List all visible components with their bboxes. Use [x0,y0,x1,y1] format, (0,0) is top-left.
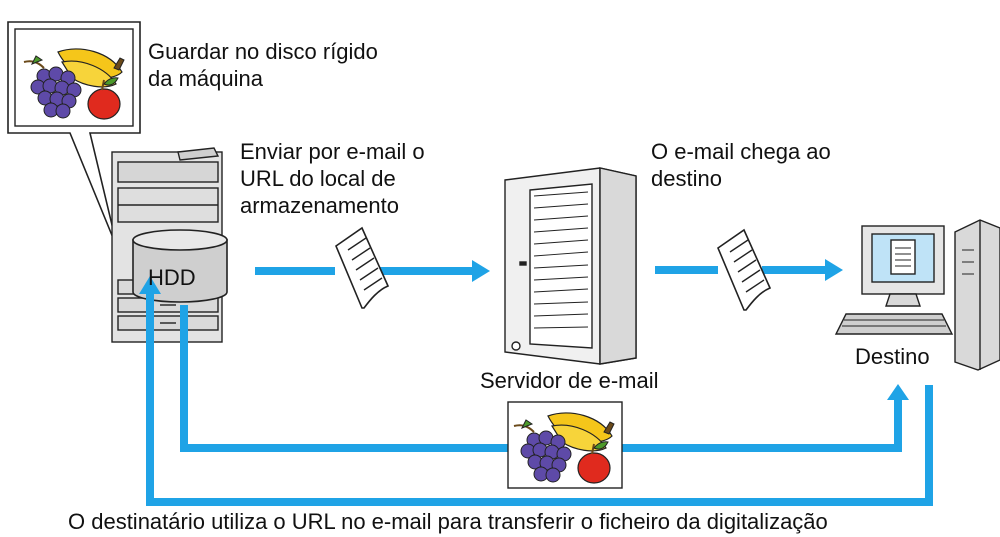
download-description: O destinatário utiliza o URL no e-mail p… [68,509,828,534]
email-document-icon [335,227,389,309]
scanned-image-callout [7,21,141,251]
email-document-icon [717,229,771,311]
hdd-label: HDD [148,265,196,290]
downloaded-image [507,401,623,489]
mail-server-label: Servidor de e-mail [480,368,659,393]
flow-arrows [146,266,933,506]
arrow-heads [139,259,909,400]
destination-label: Destino [855,344,930,369]
mail-server-icon [504,167,637,365]
store-on-hdd-label: Guardar no disco rígido da máquina [148,39,378,91]
email-arrives-label: O e-mail chega ao destino [651,139,831,191]
hdd-cylinder [132,229,228,303]
send-url-label: Enviar por e-mail o URL do local de arma… [240,139,425,218]
destination-computer-icon [834,219,1000,371]
